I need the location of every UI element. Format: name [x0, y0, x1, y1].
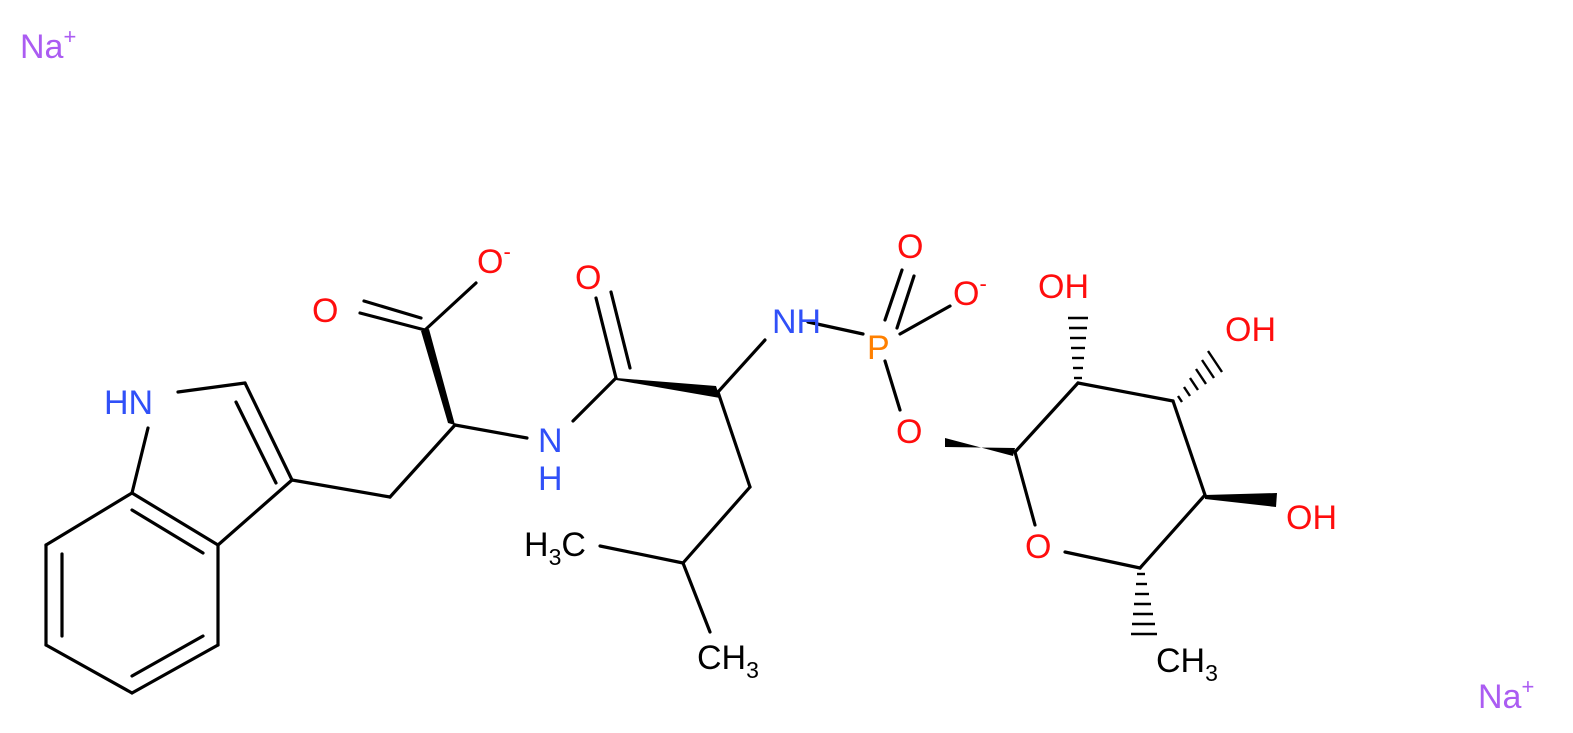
na-symbol: Na: [1478, 678, 1522, 716]
indole-benzene-ring: [44, 491, 220, 695]
sodium-ion-bottom: Na+: [1478, 674, 1534, 716]
na-charge: +: [1521, 674, 1534, 699]
hydroxyl-c3: OH: [1225, 311, 1276, 349]
phosphorus-atom: P: [867, 329, 890, 367]
leucine-methyl-left: H3C: [524, 526, 586, 570]
fucose-ring: [945, 381, 1277, 570]
phosphoramidate-group: [806, 268, 952, 412]
hashed-bonds: [1068, 316, 1223, 636]
phosphate-oxygen-anion: O-: [953, 271, 987, 313]
wedge-bond-leu-alpha: [616, 378, 720, 398]
indole-pyrrole-ring: [130, 381, 294, 547]
carboxyl-oxygen: O: [312, 292, 338, 330]
carboxylate-oxygen-anion: O-: [477, 239, 511, 281]
leucine-side-chain: [598, 338, 767, 634]
hydroxyl-c2: OH: [1038, 268, 1089, 306]
wedge-bond-c4-oh: [1205, 493, 1277, 507]
wedge-bond-trp-carboxyl: [421, 329, 455, 425]
sodium-ion-top: Na+: [20, 24, 76, 66]
indole-nh: HN: [104, 384, 153, 422]
phosphoryl-oxygen: O: [897, 228, 923, 266]
ring-oxygen: O: [1025, 528, 1051, 566]
na-symbol: Na: [20, 28, 64, 66]
amide-oxygen: O: [575, 259, 601, 297]
na-charge: +: [63, 24, 76, 49]
leucine-methyl-bottom: CH3: [697, 639, 759, 683]
phosphoramide-nh: NH: [772, 303, 821, 341]
hydroxyl-c4: OH: [1286, 499, 1337, 537]
amide-hydrogen: H: [538, 460, 563, 498]
sugar-methyl: CH3: [1156, 642, 1218, 686]
wedge-bond-glycosidic: [945, 438, 1015, 456]
amide-linkage: [571, 290, 720, 423]
glycosidic-oxygen: O: [896, 413, 922, 451]
amide-nitrogen: N: [538, 422, 563, 460]
tryptophan-backbone: [290, 281, 529, 499]
